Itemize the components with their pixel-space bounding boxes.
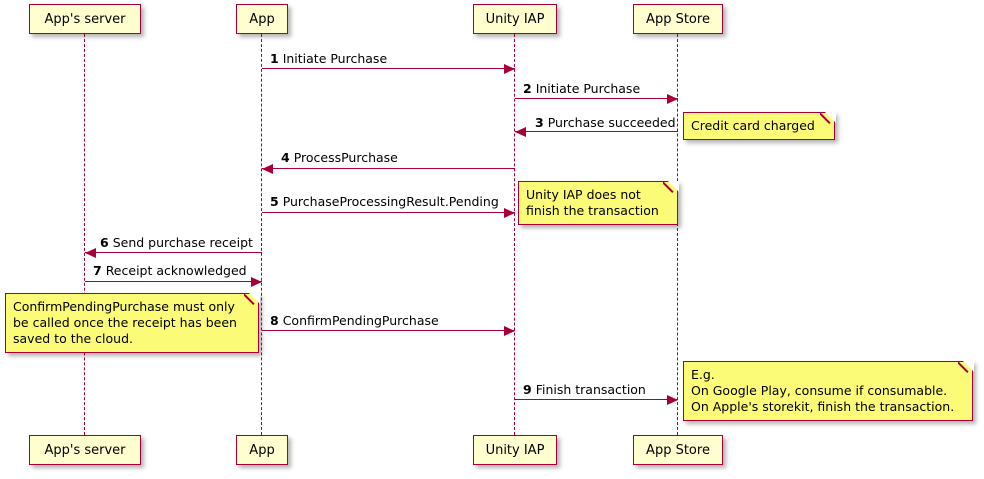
message-text-8: ConfirmPendingPurchase (282, 313, 439, 328)
note-finish-transaction-examples: E.g. On Google Play, consume if consumab… (683, 360, 974, 421)
message-number-1: 1 (270, 51, 279, 66)
participant-unity-iap-top[interactable]: Unity IAP (473, 4, 557, 34)
note-finish-transaction-examples-text: E.g. On Google Play, consume if consumab… (691, 367, 955, 414)
message-line-6 (85, 252, 262, 253)
message-line-1 (262, 68, 515, 69)
arrowhead-left-4 (262, 163, 273, 174)
note-unity-iap-pending-text: Unity IAP does not finish the transactio… (526, 187, 659, 218)
message-number-3: 3 (535, 115, 544, 130)
message-line-7 (85, 281, 262, 282)
note-fold-line-icon (820, 112, 835, 127)
message-number-9: 9 (523, 382, 532, 397)
message-text-6: Send purchase receipt (112, 235, 253, 250)
note-confirm-pending-purchase: ConfirmPendingPurchase must only be call… (5, 292, 260, 353)
note-credit-card-charged: Credit card charged (683, 111, 836, 140)
message-label-9: 9 Finish transaction (523, 382, 646, 397)
message-number-2: 2 (523, 81, 532, 96)
note-unity-iap-pending: Unity IAP does not finish the transactio… (518, 180, 679, 225)
message-label-2: 2 Initiate Purchase (523, 81, 641, 96)
message-number-5: 5 (270, 194, 279, 209)
arrowhead-right-1 (504, 63, 515, 74)
message-number-7: 7 (93, 263, 102, 278)
message-text-2: Initiate Purchase (535, 81, 641, 96)
message-label-7: 7 Receipt acknowledged (93, 263, 247, 278)
note-fold-line-icon (244, 293, 259, 308)
message-label-4: 4 ProcessPurchase (281, 150, 398, 165)
note-credit-card-charged-text: Credit card charged (691, 118, 815, 133)
note-fold-line-icon (663, 181, 678, 196)
participant-app-top[interactable]: App (236, 4, 288, 34)
message-label-3: 3 Purchase succeeded (535, 115, 676, 130)
message-text-1: Initiate Purchase (282, 51, 388, 66)
participant-app-store-bottom[interactable]: App Store (633, 435, 723, 465)
message-number-6: 6 (100, 235, 109, 250)
arrowhead-left-3 (515, 126, 526, 137)
message-text-9: Finish transaction (535, 382, 646, 397)
lifeline-app-store (677, 34, 679, 435)
participant-unity-iap-bottom[interactable]: Unity IAP (473, 435, 557, 465)
message-line-2 (515, 98, 678, 99)
note-fold-line-icon (958, 361, 973, 376)
message-text-3: Purchase succeeded (547, 115, 676, 130)
arrowhead-left-6 (85, 247, 96, 258)
message-line-3 (515, 131, 678, 132)
message-label-1: 1 Initiate Purchase (270, 51, 388, 66)
participant-app-store-top[interactable]: App Store (633, 4, 723, 34)
message-label-5: 5 PurchaseProcessingResult.Pending (270, 194, 499, 209)
note-confirm-pending-purchase-text: ConfirmPendingPurchase must only be call… (13, 299, 237, 346)
lifeline-app-server (84, 34, 86, 435)
lifeline-app (261, 34, 263, 435)
message-number-8: 8 (270, 313, 279, 328)
arrowhead-right-5 (504, 207, 515, 218)
message-number-4: 4 (281, 150, 290, 165)
message-label-6: 6 Send purchase receipt (100, 235, 253, 250)
participant-app-server-bottom[interactable]: App's server (29, 435, 141, 465)
message-line-8 (262, 330, 515, 331)
participant-app-bottom[interactable]: App (236, 435, 288, 465)
message-text-4: ProcessPurchase (293, 150, 398, 165)
message-label-8: 8 ConfirmPendingPurchase (270, 313, 439, 328)
participant-app-server-top[interactable]: App's server (29, 4, 141, 34)
message-text-5: PurchaseProcessingResult.Pending (282, 194, 499, 209)
arrowhead-right-8 (504, 325, 515, 336)
arrowhead-right-7 (251, 276, 262, 287)
arrowhead-right-9 (667, 394, 678, 405)
message-line-4 (262, 168, 515, 169)
arrowhead-right-2 (667, 93, 678, 104)
lifeline-unity-iap (514, 34, 516, 435)
message-line-9 (515, 399, 678, 400)
message-text-7: Receipt acknowledged (105, 263, 247, 278)
message-line-5 (262, 212, 515, 213)
